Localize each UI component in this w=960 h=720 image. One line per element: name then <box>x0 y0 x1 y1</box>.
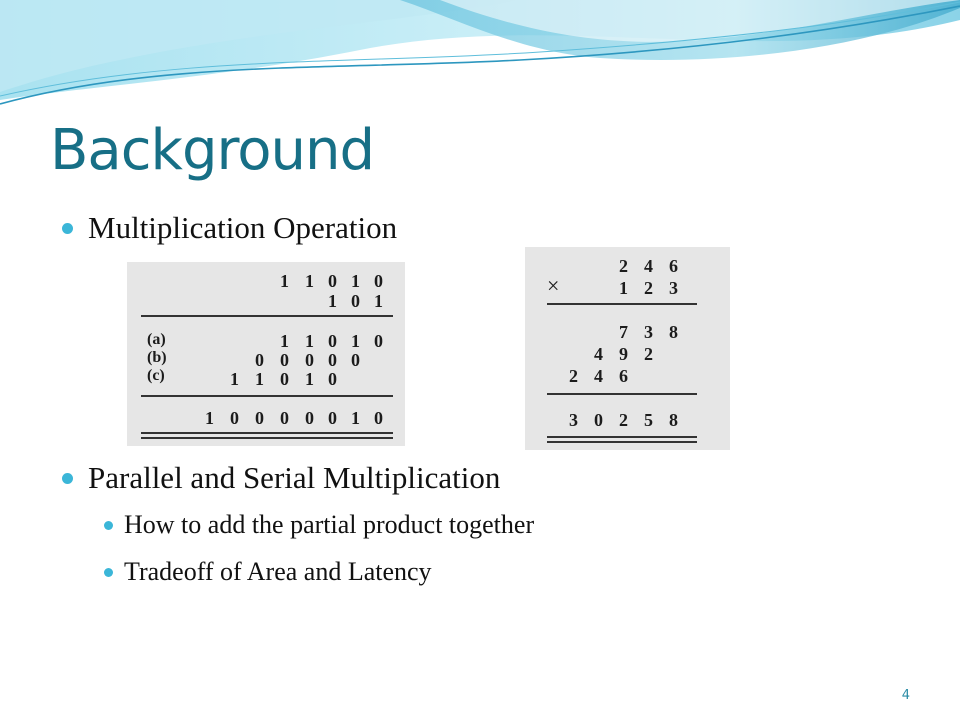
digit: 4 <box>594 366 603 386</box>
digit: 0 <box>280 350 289 370</box>
digit: 1 <box>280 331 289 351</box>
digit: 0 <box>328 331 337 351</box>
digit: 1 <box>351 271 360 291</box>
rule-line <box>141 315 393 317</box>
digit: 7 <box>619 322 628 342</box>
double-rule-line <box>141 432 393 434</box>
digit: 2 <box>644 344 653 364</box>
digit: 2 <box>644 278 653 298</box>
sub-bullet-partial-product: How to add the partial product together <box>104 510 534 540</box>
digit: 1 <box>328 291 337 311</box>
digit: 0 <box>328 350 337 370</box>
digit: 0 <box>280 369 289 389</box>
digit: 0 <box>230 408 239 428</box>
digit: 6 <box>619 366 628 386</box>
digit: 1 <box>351 408 360 428</box>
sub-bullet-text: How to add the partial product together <box>124 510 535 539</box>
digit: 1 <box>205 408 214 428</box>
multiply-sign-icon: × <box>547 273 560 298</box>
digit: 8 <box>669 410 678 430</box>
rule-line <box>547 303 697 305</box>
decimal-multiplication-figure: 2 4 6 × 1 2 3 7 3 8 4 9 2 2 4 6 3 0 2 5 … <box>525 247 730 450</box>
digit: 2 <box>569 366 578 386</box>
digit: 5 <box>644 410 653 430</box>
digit: 3 <box>669 278 678 298</box>
rule-line <box>547 393 697 395</box>
digit: 8 <box>669 322 678 342</box>
slide-title: Background <box>50 118 375 183</box>
digit: 0 <box>280 408 289 428</box>
digit: 1 <box>230 369 239 389</box>
digit: 4 <box>594 344 603 364</box>
digit: 9 <box>619 344 628 364</box>
digit: 1 <box>619 278 628 298</box>
digit: 0 <box>255 408 264 428</box>
digit: 1 <box>374 291 383 311</box>
bullet-dot-icon <box>104 520 113 530</box>
digit: 1 <box>255 369 264 389</box>
digit: 1 <box>351 331 360 351</box>
row-label: (b) <box>147 349 167 366</box>
binary-multiplication-figure: 1 1 0 1 0 1 0 1 (a) (b) (c) 1 1 0 1 0 0 … <box>127 262 405 446</box>
digit: 4 <box>644 256 653 276</box>
rule-line <box>141 395 393 397</box>
bullet-multiplication-operation: Multiplication Operation <box>62 210 397 246</box>
sub-bullet-tradeoff: Tradeoff of Area and Latency <box>104 557 432 587</box>
row-label: (a) <box>147 331 166 348</box>
page-number: 4 <box>901 688 910 703</box>
sub-bullet-text: Tradeoff of Area and Latency <box>124 557 432 586</box>
digit: 0 <box>351 350 360 370</box>
bullet-parallel-serial-multiplication: Parallel and Serial Multiplication <box>62 460 500 496</box>
digit: 6 <box>669 256 678 276</box>
digit: 3 <box>644 322 653 342</box>
digit: 1 <box>305 271 314 291</box>
double-rule-line <box>547 441 697 443</box>
double-rule-line <box>141 437 393 439</box>
digit: 1 <box>305 369 314 389</box>
bullet-dot-icon <box>104 567 113 577</box>
digit: 2 <box>619 256 628 276</box>
digit: 0 <box>255 350 264 370</box>
digit: 0 <box>374 271 383 291</box>
digit: 0 <box>351 291 360 311</box>
digit: 0 <box>374 331 383 351</box>
digit: 0 <box>374 408 383 428</box>
bullet-text: Multiplication Operation <box>88 210 398 245</box>
bullet-dot-icon <box>62 472 73 484</box>
bullet-text: Parallel and Serial Multiplication <box>88 460 501 495</box>
digit: 1 <box>305 331 314 351</box>
digit: 1 <box>280 271 289 291</box>
header-wave-decoration <box>0 0 960 105</box>
row-label: (c) <box>147 367 165 384</box>
digit: 0 <box>328 408 337 428</box>
digit: 0 <box>594 410 603 430</box>
bullet-dot-icon <box>62 222 73 234</box>
double-rule-line <box>547 436 697 438</box>
digit: 3 <box>569 410 578 430</box>
digit: 0 <box>328 369 337 389</box>
digit: 0 <box>328 271 337 291</box>
digit: 0 <box>305 408 314 428</box>
digit: 2 <box>619 410 628 430</box>
digit: 0 <box>305 350 314 370</box>
